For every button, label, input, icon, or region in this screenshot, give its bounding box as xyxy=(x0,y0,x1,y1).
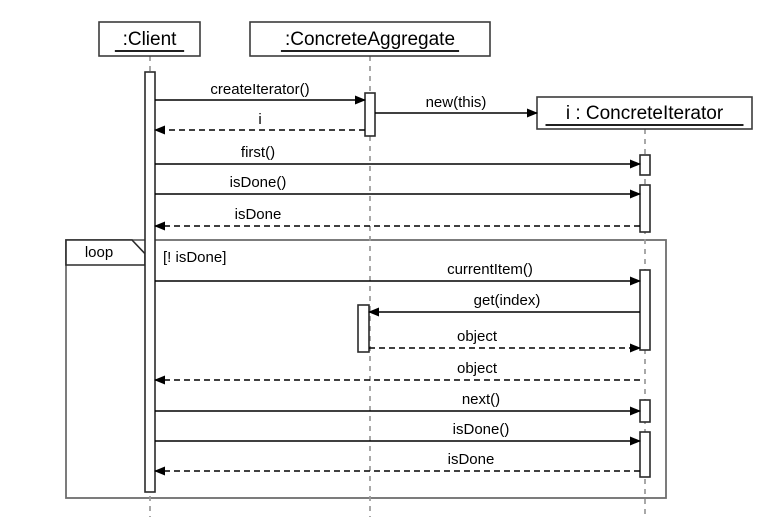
message-label-m9: object xyxy=(457,328,498,345)
message-m6[interactable]: isDone xyxy=(154,206,640,231)
activation-bar-aggregate-create xyxy=(364,92,376,137)
message-label-m1: createIterator() xyxy=(210,81,309,98)
message-label-m8: get(index) xyxy=(474,292,541,309)
activations-layer xyxy=(144,71,651,493)
activation-bar-iterator-next xyxy=(639,399,651,423)
message-label-m2: new(this) xyxy=(426,94,487,111)
message-label-m11: next() xyxy=(462,391,500,408)
message-m8[interactable]: get(index) xyxy=(368,292,640,317)
combined-fragment-loop: loop [! isDone] xyxy=(65,239,667,499)
message-label-m4: first() xyxy=(241,144,275,161)
message-m10[interactable]: object xyxy=(154,360,640,385)
activation-bar-iterator-isdone1 xyxy=(639,184,651,233)
message-label-m13: isDone xyxy=(448,451,495,468)
message-label-m3: i xyxy=(258,111,261,128)
lifeline-label-client: :Client xyxy=(123,29,178,50)
activation-bar-iterator-first xyxy=(639,154,651,176)
message-m7[interactable]: currentItem() xyxy=(155,261,641,286)
fragment-frame xyxy=(65,239,667,499)
activation-bar-iterator-currentitem xyxy=(639,269,651,351)
message-label-m12: isDone() xyxy=(453,421,510,438)
fragments-layer: loop [! isDone] xyxy=(65,239,667,499)
message-m11[interactable]: next() xyxy=(155,391,641,416)
activation-bar-aggregate-get xyxy=(357,304,370,353)
message-m2[interactable]: new(this) xyxy=(375,94,538,118)
lifeline-label-aggregate: :ConcreteAggregate xyxy=(285,29,455,50)
fragment-operator-label: loop xyxy=(85,244,113,261)
message-m13[interactable]: isDone xyxy=(154,451,640,476)
lifelines-layer: :Client :ConcreteAggregate i : ConcreteIte… xyxy=(98,21,753,517)
message-m5[interactable]: isDone() xyxy=(155,174,641,199)
message-label-m10: object xyxy=(457,360,498,377)
message-label-m6: isDone xyxy=(235,206,282,223)
fragment-guard-label: [! isDone] xyxy=(163,249,226,266)
message-m1[interactable]: createIterator() xyxy=(155,81,366,105)
activation-bar-iterator-isdone2 xyxy=(639,431,651,478)
lifeline-aggregate[interactable]: :ConcreteAggregate xyxy=(249,21,491,517)
messages-layer: createIterator() new(this) i first() isDone(… xyxy=(154,81,641,476)
activation-bar-client-main xyxy=(144,71,156,493)
message-m12[interactable]: isDone() xyxy=(155,421,641,446)
lifeline-label-iterator: i : ConcreteIterator xyxy=(566,103,724,124)
lifeline-header-box-iterator[interactable] xyxy=(536,96,753,130)
message-label-m5: isDone() xyxy=(230,174,287,191)
message-label-m7: currentItem() xyxy=(447,261,533,278)
message-m9[interactable]: object xyxy=(369,328,641,353)
message-m3[interactable]: i xyxy=(154,111,365,135)
message-m4[interactable]: first() xyxy=(155,144,641,169)
